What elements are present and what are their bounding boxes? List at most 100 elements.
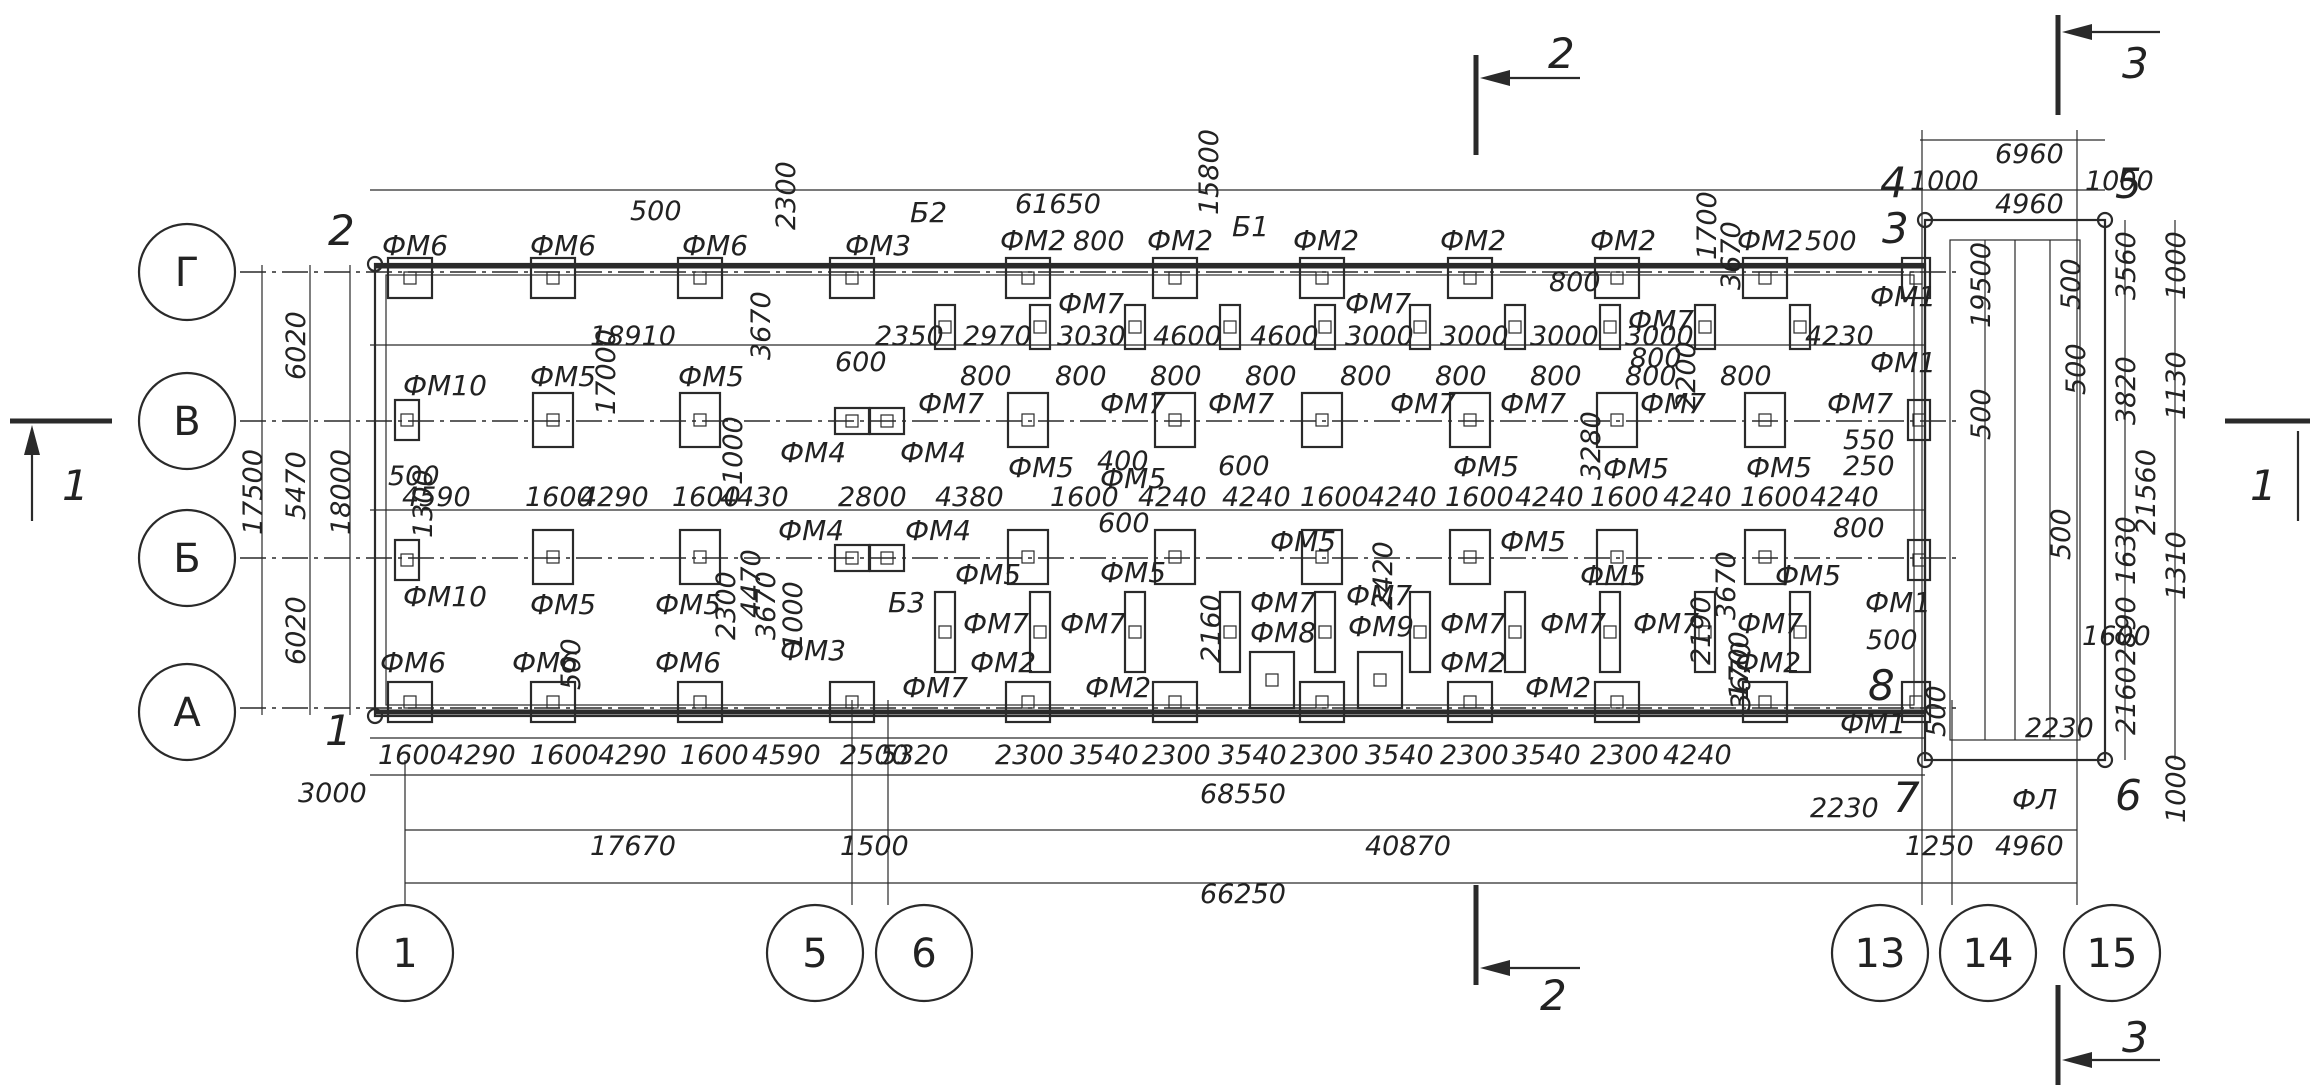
label-row-a-1: ФМ6 — [512, 646, 578, 679]
dim-axes-1-5: 17670 — [590, 831, 676, 862]
foundation-block-bottom-7 — [1446, 680, 1494, 724]
foundation-block-fm7-upper-2 — [1123, 303, 1147, 351]
foundation-block-b-1-core — [693, 550, 707, 564]
foundation-block-fm7-upper-5-core — [1413, 320, 1427, 334]
section-2-top-arrowhead — [1480, 70, 1510, 86]
dim-right-2: 3820 — [2111, 356, 2142, 425]
label-row-v-16: ФМ5 — [1603, 452, 1669, 485]
dim-overall-bottom: 68550 — [1200, 779, 1286, 810]
dim-mid-chain-10: 1600 — [1300, 482, 1369, 513]
dim-misc-9: 400 — [1097, 446, 1149, 477]
foundation-block-fm7-upper-7-core — [1603, 320, 1617, 334]
label-row-g-1: ФМ6 — [530, 229, 596, 262]
label-row-b-11: ФМ7 — [963, 607, 1029, 640]
dim-bottom-chain-17: 4240 — [1663, 740, 1732, 771]
foundation-block-top-1 — [529, 256, 577, 300]
section-1-left-label: 1 — [62, 461, 89, 510]
dim-mid-chain-2: 4290 — [580, 482, 649, 513]
foundation-block-top-5-core — [1168, 271, 1182, 285]
dim-800-3: 800 — [1245, 361, 1297, 392]
dim-misc-0: 18910 — [590, 321, 676, 352]
dim-misc-37: 500 — [1921, 685, 1952, 737]
foundation-block-fm7-lower-0 — [933, 590, 957, 674]
label-row-g-8: ФМ2 — [1590, 224, 1656, 257]
dim-800-6: 800 — [1530, 361, 1582, 392]
axis-bubble-6 — [874, 903, 974, 1003]
foundation-block-fm10-b-core — [400, 553, 414, 567]
dim-right-9: 1000 — [2161, 754, 2192, 823]
section-2-top-label: 2 — [1548, 29, 1575, 78]
label-row-b-0: ФМ10 — [403, 580, 487, 613]
foundation-block-v-5-core — [1463, 413, 1477, 427]
foundation-block-top-2 — [676, 256, 724, 300]
foundation-block-v-0 — [531, 391, 575, 449]
axis-bubble-14 — [1938, 903, 2038, 1003]
corner-marker-6 — [2096, 751, 2114, 769]
axis-label-v: В — [173, 399, 200, 445]
foundation-block-bottom-3 — [828, 680, 876, 724]
foundation-block-fm4-b2-core — [880, 551, 894, 565]
foundation-block-b-0-core — [546, 550, 560, 564]
foundation-block-bottom-4-core — [1021, 695, 1035, 709]
label-row-g-9: ФМ2 — [1737, 224, 1803, 257]
label-mid-fm7-2: ФМ7 — [1628, 304, 1694, 337]
dim-misc-20: 3280 — [1576, 411, 1607, 480]
foundation-block-b-6 — [1595, 528, 1639, 586]
dim-upper-chain-6: 3000 — [1440, 321, 1509, 352]
dim-misc-30: 800 — [1833, 513, 1885, 544]
label-row-b-8: ФМ5 — [1500, 525, 1566, 558]
axis-label-5: 5 — [802, 931, 827, 977]
foundation-block-fm4-v1-core — [845, 414, 859, 428]
dim-misc-19: 2420 — [1368, 541, 1399, 610]
label-row-b-1: ФМ5 — [530, 588, 596, 621]
foundation-block-b-2-core — [1021, 550, 1035, 564]
dim-mid-chain-14: 1600 — [1590, 482, 1659, 513]
section-2-bottom-label: 2 — [1540, 971, 1567, 1020]
dim-overall-top: 61650 — [1015, 189, 1101, 220]
corner-points: 1 2 3 4 5 6 7 8 — [325, 158, 2142, 822]
dim-misc-28: 550 — [1843, 425, 1895, 456]
dim-misc-38: 2230 — [2025, 713, 2094, 744]
axis-label-g: Г — [175, 250, 199, 296]
dim-upper-chain-2: 3030 — [1057, 321, 1126, 352]
axis-label-13: 13 — [1855, 931, 1906, 977]
foundation-block-bottom-5 — [1151, 680, 1199, 724]
section-3-bottom-label: 3 — [2122, 1013, 2149, 1062]
foundation-block-v-3-core — [1168, 413, 1182, 427]
label-row-b-19: ФМ8 — [1250, 616, 1316, 649]
label-row-a-2: ФМ6 — [655, 646, 721, 679]
foundation-block-fm7-lower-1 — [1028, 590, 1052, 674]
foundation-block-fm8 — [1248, 650, 1296, 710]
dim-misc-1: 17000 — [591, 329, 622, 415]
label-row-v-17: ФМ5 — [1746, 451, 1812, 484]
foundation-block-fm7-lower-2 — [1123, 590, 1147, 674]
foundation-block-top-0-core — [403, 271, 417, 285]
foundation-block-fm7-lower-6 — [1503, 590, 1527, 674]
section-3-top-label: 3 — [2122, 39, 2149, 88]
foundation-block-fm1-top-core — [1909, 271, 1923, 285]
dim-upper-chain-0: 2350 — [875, 321, 944, 352]
dim-misc-7: 600 — [835, 347, 887, 378]
dim-bottom-chain-0: 1600 — [378, 740, 447, 771]
dim-misc-8: 600 — [1098, 508, 1150, 539]
dim-right-8: 2160 — [2111, 666, 2142, 735]
dim-misc-5: 3670 — [746, 291, 777, 360]
foundation-block-fm7-lower-4-core — [1318, 625, 1332, 639]
dim-annex-inner: 4960 — [1995, 189, 2064, 220]
label-row-a-0: ФМ6 — [380, 646, 446, 679]
foundation-block-top-6 — [1298, 256, 1346, 300]
foundation-block-v-4 — [1300, 391, 1344, 449]
foundation-block-fm7-upper-8-core — [1698, 320, 1712, 334]
label-row-v-10: ФМ7 — [1640, 387, 1706, 420]
corner-label-5: 5 — [2115, 159, 2142, 208]
foundation-block-bottom-7-core — [1463, 695, 1477, 709]
label-row-b-12: ФМ7 — [1060, 607, 1126, 640]
label-row-b-16: ФМ7 — [1540, 607, 1606, 640]
axis-bubble-15 — [2062, 903, 2162, 1003]
dim-bottom-chain-9: 3540 — [1070, 740, 1139, 771]
dim-axes-6-13: 40870 — [1365, 831, 1451, 862]
dim-bottom-chain-5: 4590 — [752, 740, 821, 771]
label-row-v-8: ФМ7 — [1390, 387, 1456, 420]
foundation-block-fm7-upper-9 — [1788, 303, 1812, 351]
